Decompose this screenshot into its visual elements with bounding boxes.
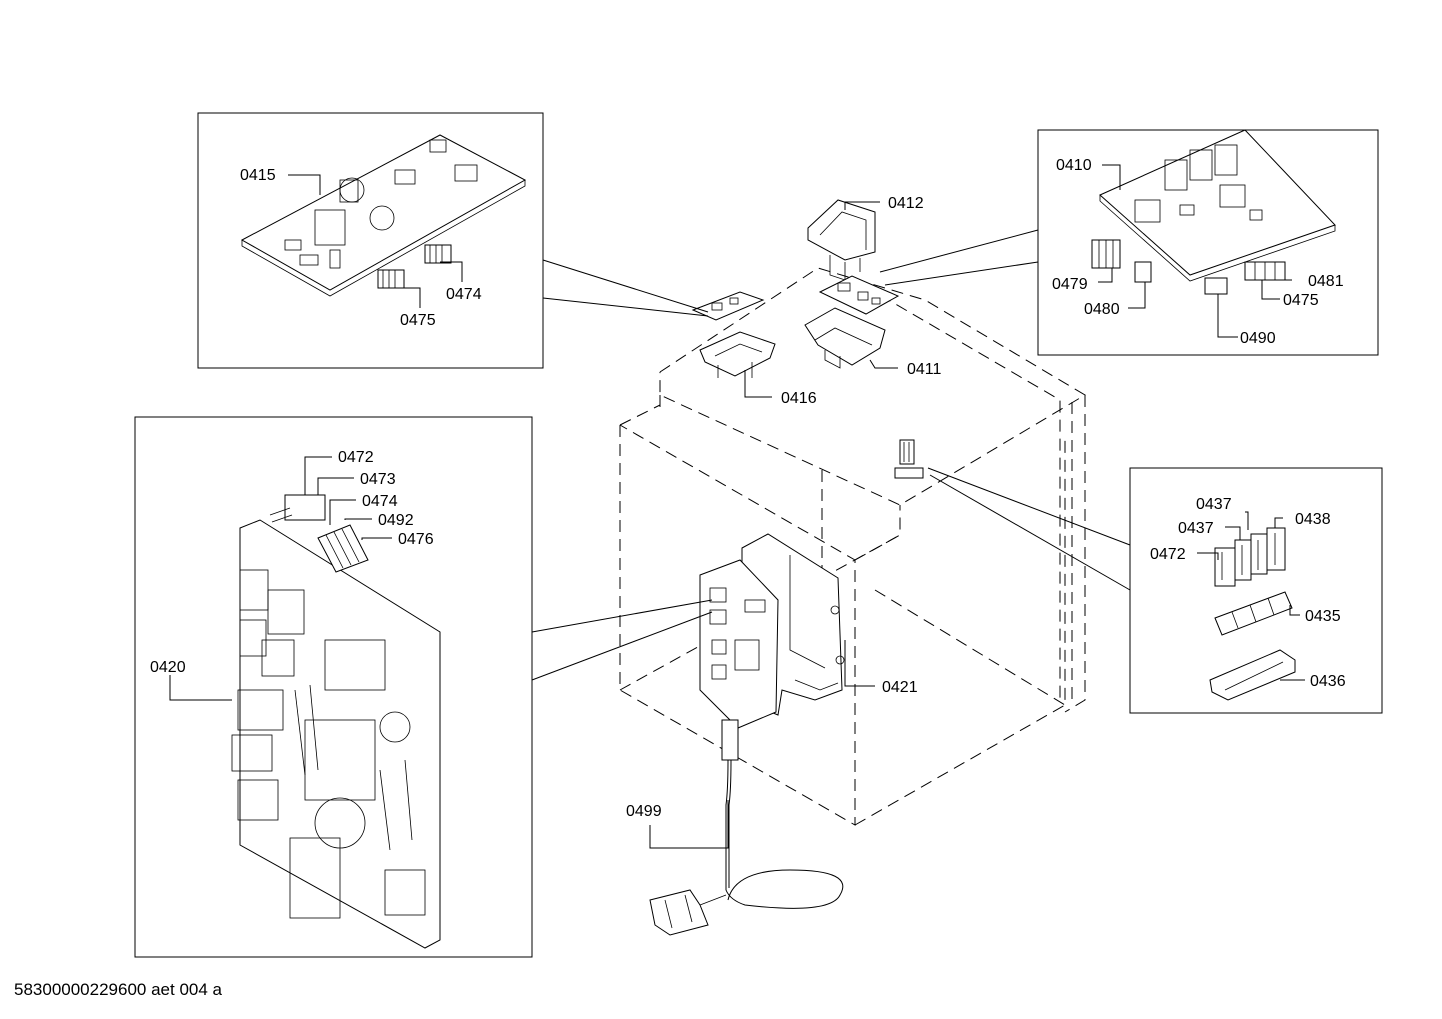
board-0410-illustration [1099,129,1336,282]
strip-0435-illustration [1214,591,1293,636]
document-id: 58300000229600 aet 004 a [14,980,222,999]
label-0438: 0438 [1295,511,1331,528]
label-0410: 0410 [1056,157,1092,174]
connector-0475-illustration [377,269,405,289]
center-leaders [649,201,898,849]
label-0492: 0492 [378,512,414,529]
holder-0416 [699,331,776,378]
label-0473: 0473 [360,471,396,488]
holder-0436-illustration [1209,649,1296,701]
label-0499: 0499 [626,803,662,820]
detail-box-top-right [879,129,1379,356]
detail-box-bottom-left [134,416,713,958]
connector-0480-illustration [1134,261,1152,283]
bracket-0411 [804,307,886,369]
board-0415-illustration [240,134,527,297]
label-0437-a: 0437 [1196,496,1232,513]
label-0436: 0436 [1310,673,1346,690]
connector-0490-illustration [1204,277,1228,295]
label-0412: 0412 [888,195,924,212]
board-small-0410 [818,275,900,315]
label-0472-right: 0472 [1150,546,1186,563]
callout-labels: 0415 0474 0475 0410 0479 0480 0481 0475 … [150,157,1346,820]
label-0416: 0416 [781,390,817,407]
cover-0412 [807,199,876,281]
board-small-0415 [691,291,765,321]
label-0475-top-right: 0475 [1283,292,1319,309]
connector-0479-illustration [1091,239,1121,269]
label-0490: 0490 [1240,330,1276,347]
label-0474-bottom-left: 0474 [362,493,398,510]
detail-box-right [927,467,1383,714]
label-0479: 0479 [1052,276,1088,293]
label-0420: 0420 [150,659,186,676]
connector-0481-illustration [1244,261,1286,281]
board-0420-illustration [231,519,441,949]
label-0415: 0415 [240,167,276,184]
label-0476: 0476 [398,531,434,548]
terminal-block-small [894,439,924,479]
label-0435: 0435 [1305,608,1341,625]
label-0481: 0481 [1308,273,1344,290]
detail-box-top-left [197,112,709,369]
label-0411: 0411 [907,361,942,378]
power-cord-0499 [649,719,844,936]
label-0472-bottom-left: 0472 [338,449,374,466]
label-0437-b: 0437 [1178,520,1214,537]
connector-0472-0473-illustration [269,494,326,523]
label-0421: 0421 [882,679,918,696]
connector-0474-illustration [424,244,452,264]
label-0475-top-left: 0475 [400,312,436,329]
label-0480: 0480 [1084,301,1120,318]
label-0474-top-left: 0474 [446,286,482,303]
connector-0474-0492-0476-illustration [317,524,369,573]
terminal-group-illustration [1214,527,1286,587]
main-board-installed [699,559,779,729]
